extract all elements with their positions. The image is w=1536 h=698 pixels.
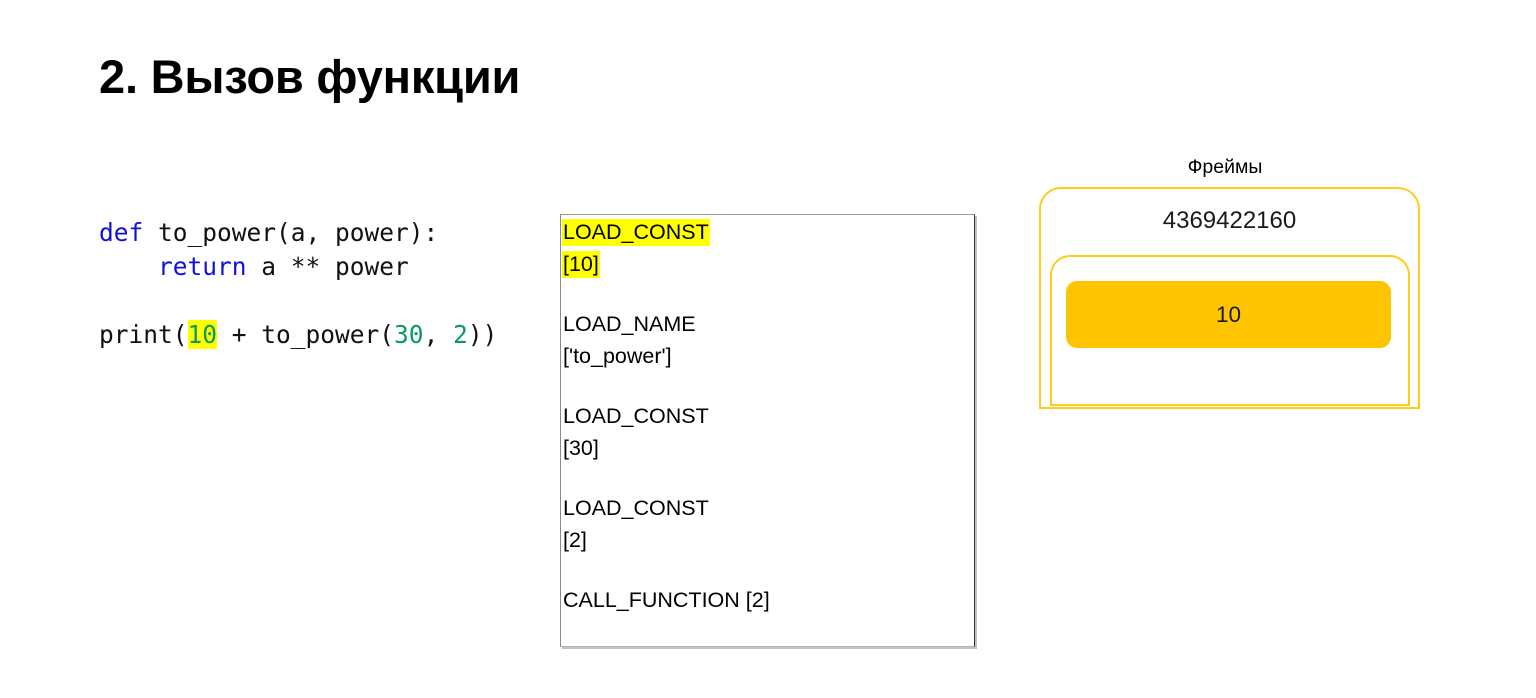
code-line: return a ** power	[99, 250, 497, 284]
bytecode-spacer	[561, 464, 974, 492]
page-title: 2. Вызов функции	[99, 50, 521, 103]
bytecode-opcode: LOAD_CONST	[561, 216, 974, 248]
bytecode-opcode: LOAD_CONST	[561, 492, 974, 524]
bytecode-argument-text: [10]	[562, 251, 600, 278]
bytecode-opcode-text: LOAD_CONST	[562, 219, 710, 246]
bytecode-opcode: LOAD_CONST	[561, 400, 974, 432]
code-text: ))	[467, 320, 498, 349]
frames-diagram: Фреймы 4369422160 10	[1030, 150, 1430, 415]
bytecode-argument-text: [30]	[563, 436, 599, 460]
bytecode-argument-text: [2]	[563, 528, 587, 552]
frame-outer-box	[1039, 187, 1420, 409]
bytecode-argument-text: ['to_power']	[563, 344, 672, 368]
bytecode-opcode-text: CALL_FUNCTION [2]	[563, 588, 770, 612]
bytecode-instruction: CALL_FUNCTION [2]	[561, 584, 974, 616]
bytecode-instruction: LOAD_CONST [10]	[561, 216, 974, 280]
code-text	[99, 252, 158, 281]
bytecode-instruction: LOAD_CONST [30]	[561, 400, 974, 464]
bytecode-opcode: CALL_FUNCTION [2]	[561, 584, 974, 616]
bytecode-argument: ['to_power']	[561, 340, 974, 372]
code-line	[99, 284, 497, 318]
code-line: print(10 + to_power(30, 2))	[99, 318, 497, 352]
bytecode-argument: [2]	[561, 524, 974, 556]
frames-caption: Фреймы	[1187, 156, 1263, 178]
bytecode-opcode-text: LOAD_CONST	[563, 496, 709, 520]
code-keyword: def	[99, 218, 144, 247]
source-code-block: def to_power(a, power): return a ** powe…	[99, 216, 497, 352]
bytecode-spacer	[561, 280, 974, 308]
code-keyword: return	[158, 252, 247, 281]
code-text: to_power(a, power):	[143, 218, 439, 247]
bytecode-opcode-text: LOAD_CONST	[563, 404, 709, 428]
code-text: + to_power(	[217, 320, 395, 349]
code-text: ,	[423, 320, 454, 349]
bytecode-opcode-text: LOAD_NAME	[563, 312, 696, 336]
code-text: print(	[99, 320, 188, 349]
bytecode-spacer	[561, 556, 974, 584]
bytecode-argument: [10]	[561, 248, 974, 280]
frame-id-label: 4369422160	[1162, 207, 1297, 234]
bytecode-instruction: LOAD_NAME ['to_power']	[561, 308, 974, 372]
bytecode-argument: [30]	[561, 432, 974, 464]
code-text: a ** power	[246, 252, 409, 281]
code-line: def to_power(a, power):	[99, 216, 497, 250]
bytecode-opcode: LOAD_NAME	[561, 308, 974, 340]
code-number-highlighted: 10	[187, 320, 218, 349]
bytecode-instruction: LOAD_CONST [2]	[561, 492, 974, 556]
bytecode-panel: LOAD_CONST[10]LOAD_NAME['to_power']LOAD_…	[560, 214, 975, 647]
code-number: 30	[394, 320, 424, 349]
code-number: 2	[453, 320, 468, 349]
bytecode-spacer	[561, 372, 974, 400]
frame-inner-box	[1050, 255, 1410, 406]
stack-value-item: 10	[1066, 281, 1391, 348]
